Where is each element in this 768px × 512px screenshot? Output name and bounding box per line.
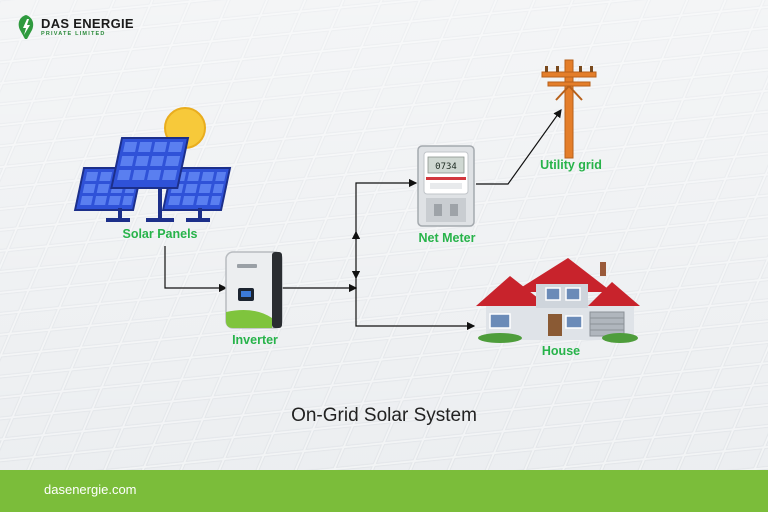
footer-website-link[interactable]: dasenergie.com [44, 482, 137, 497]
label-solar-panels: Solar Panels [122, 227, 198, 241]
background-solar-farm [0, 0, 768, 470]
utility-pole-icon [541, 59, 597, 159]
label-inverter: Inverter [232, 333, 278, 347]
solar-panels-icon [73, 137, 232, 222]
junction-to-house-line [355, 288, 476, 331]
connection-lines [164, 109, 562, 331]
label-net-meter: Net Meter [418, 231, 476, 245]
brand-name: DAS ENERGIE [41, 15, 134, 31]
junction-to-meter-line [355, 178, 418, 288]
net-meter-icon: 0734 [417, 145, 475, 227]
label-house: House [541, 344, 581, 358]
meter-to-grid-line [476, 109, 562, 185]
inverter-icon [225, 251, 283, 329]
brand-logo[interactable]: DAS ENERGIE PRIVATE LIMITED [16, 14, 134, 40]
on-grid-diagram: 0734 [73, 59, 640, 343]
footer-bar: dasenergie.com [0, 470, 768, 512]
leaf-bolt-icon [18, 15, 34, 39]
brand-tagline: PRIVATE LIMITED [41, 30, 106, 37]
meter-display: 0734 [435, 162, 457, 172]
label-utility-grid: Utility grid [540, 158, 602, 172]
diagram-title: On-Grid Solar System [291, 405, 477, 426]
panels-to-inverter-line [164, 246, 228, 293]
house-icon [476, 258, 640, 343]
